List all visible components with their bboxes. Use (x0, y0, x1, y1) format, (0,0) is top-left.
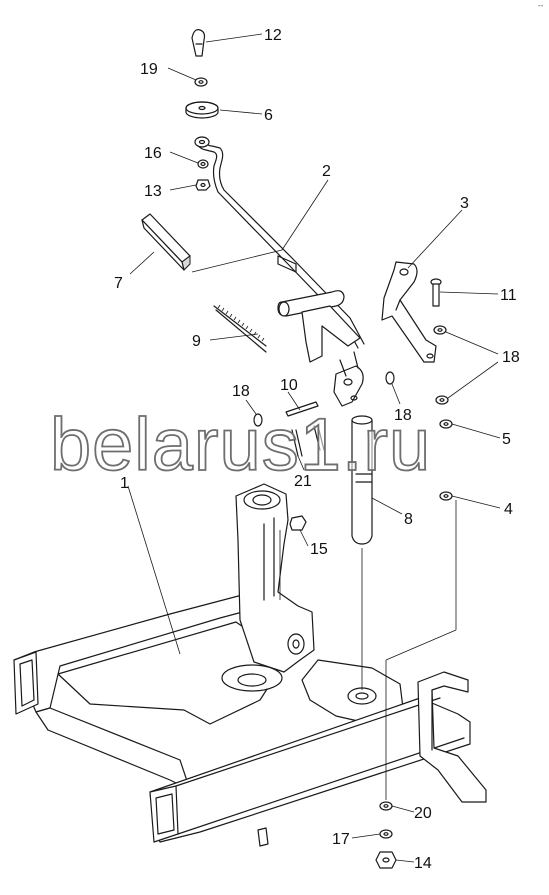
part-3-bracket (381, 261, 437, 363)
part-13-nut (195, 179, 211, 191)
callout-1: 1 (120, 475, 129, 492)
callout-15: 15 (310, 541, 328, 558)
callout-5: 5 (502, 431, 511, 448)
callout-21: 21 (294, 473, 312, 490)
part-21-cotter-pins (291, 425, 325, 457)
lever-body (277, 290, 364, 407)
callout-7: 7 (114, 275, 123, 292)
part-17-washer (379, 829, 393, 839)
part-11-bolt (430, 278, 442, 307)
callout-14: 14 (414, 855, 432, 872)
part-2-lever (194, 136, 365, 349)
callout-labels: 12 19 6 16 13 2 3 7 11 9 18 10 18 18 5 2… (114, 27, 520, 872)
callout-16: 16 (144, 145, 162, 162)
part-18-washers (253, 325, 449, 427)
part-7-pad (141, 213, 191, 271)
callout-2: 2 (322, 163, 331, 180)
part-9-spring (213, 304, 267, 353)
part-14-nut (375, 851, 397, 869)
watermark: belarus1.ru (50, 403, 431, 486)
part-5-washer (439, 419, 453, 429)
part-19-washer (194, 77, 208, 87)
callout-18-middle: 18 (394, 407, 412, 424)
callout-10: 10 (280, 377, 298, 394)
callout-20: 20 (414, 805, 432, 822)
callout-18-right: 18 (502, 349, 520, 366)
callout-12: 12 (264, 27, 282, 44)
callout-6: 6 (264, 107, 273, 124)
part-16-washer (197, 159, 209, 169)
callout-3: 3 (460, 195, 469, 212)
assembly-lines (279, 500, 457, 800)
part-6-washer (185, 101, 219, 119)
part-15-nut (289, 515, 307, 531)
callout-18-left: 18 (232, 383, 250, 400)
corner-mark: ‐‐ (538, 1, 544, 10)
part-1-frame (13, 483, 487, 847)
callout-8: 8 (404, 511, 413, 528)
callout-11: 11 (500, 287, 517, 304)
callout-9: 9 (192, 333, 201, 350)
callout-17: 17 (332, 831, 350, 848)
part-10-pin (285, 401, 319, 417)
part-4-washer (439, 491, 453, 501)
callout-13: 13 (144, 183, 162, 200)
callout-4: 4 (504, 501, 513, 518)
part-20-washer (379, 801, 393, 811)
part-8-shaft (351, 415, 373, 545)
callout-19: 19 (140, 61, 158, 78)
part-12-pin (191, 29, 206, 57)
leader-lines (127, 33, 501, 863)
